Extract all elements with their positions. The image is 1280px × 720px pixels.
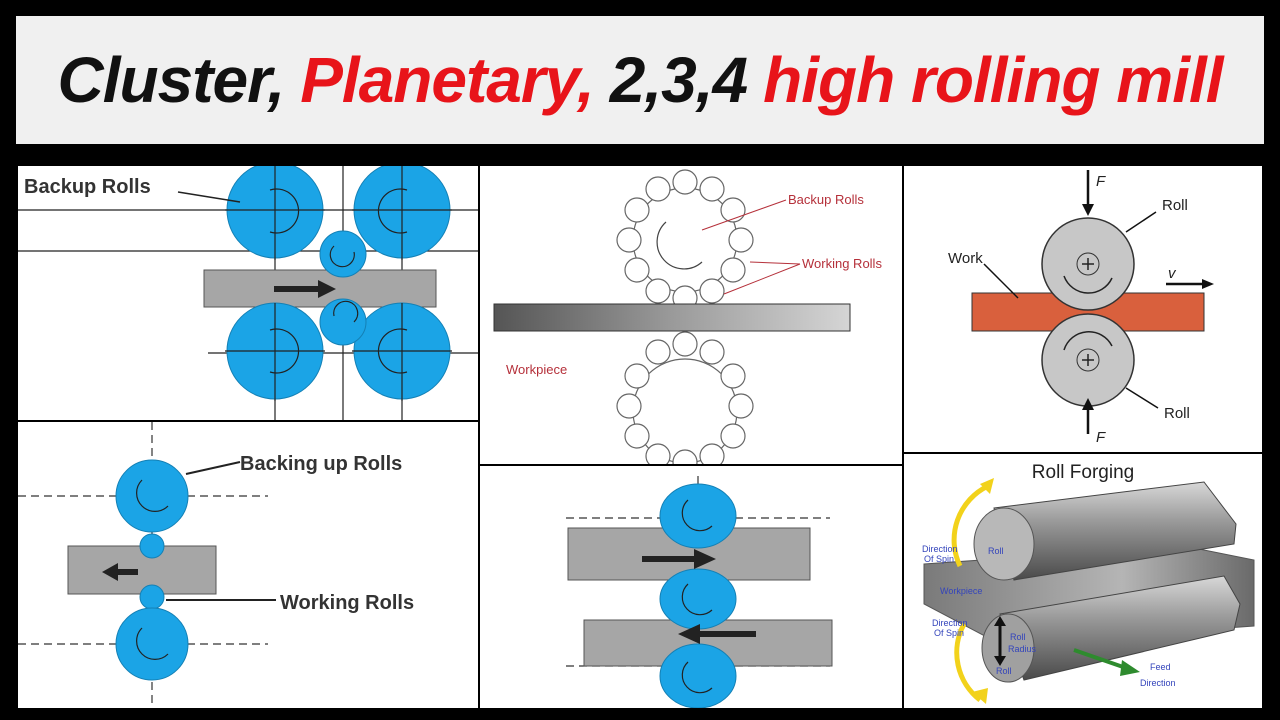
roll-forging-diagram: Roll Forging Direction Of Spin Roll Work… (904, 454, 1262, 708)
backing-roll-top (115, 459, 189, 533)
planetary-mill-diagram: Backup Rolls Working Rolls Workpiece (480, 166, 902, 464)
roll-forging-title: Roll Forging (1032, 462, 1134, 483)
top-roll-end (973, 507, 1035, 581)
planetary-svg: Backup Rolls Working Rolls Workpiece (493, 169, 882, 464)
planetary-working-rolls-bottom (616, 331, 754, 464)
cluster-backup-label: Backup Rolls (24, 176, 151, 198)
dir-spin-top-line2: Of Spin (924, 554, 954, 564)
backing-roll-bottom (115, 607, 189, 681)
three-high-svg: Backing up Rolls Working Rolls (18, 422, 414, 708)
force-bottom-label: F (1096, 429, 1106, 446)
bottom-roll-end (981, 613, 1035, 683)
four-high-roll-2 (659, 568, 737, 630)
working-roll-top (139, 533, 165, 559)
workpiece-forge-label: Workpiece (940, 586, 982, 596)
roll-radius-line2: Radius (1008, 644, 1037, 654)
planetary-backup-roll-top (632, 187, 738, 293)
four-high-arrow-left (678, 624, 756, 644)
roll-forging-svg: Roll Forging Direction Of Spin Roll Work… (922, 462, 1255, 704)
dir-spin-bottom-line2: Of Spin (934, 628, 964, 638)
three-high-strip (67, 545, 217, 595)
cluster-mill-svg: Backup Rolls (18, 166, 478, 420)
cluster-mill-diagram: Backup Rolls (18, 166, 478, 420)
work-roll-top (319, 230, 367, 278)
cluster-strip (203, 269, 437, 308)
title-part-planetary: Planetary, (300, 44, 595, 116)
work-roll-bottom (319, 298, 367, 346)
three-high-mill-diagram: Backing up Rolls Working Rolls (18, 422, 478, 708)
title-part-cluster: Cluster, (57, 44, 285, 116)
spin-arrow-bottom (954, 622, 982, 702)
four-high-svg (566, 476, 833, 708)
working-rolls-label: Working Rolls (280, 592, 414, 614)
roll-bottom-forge-label: Roll (996, 666, 1012, 676)
working-roll-bottom (139, 584, 165, 610)
three-high-arrow (102, 563, 138, 581)
planetary-workpiece-label: Workpiece (506, 362, 567, 377)
title-part-numbers: 2,3,4 (609, 44, 748, 116)
roll-bottom-label: Roll (1164, 405, 1190, 422)
dir-spin-bottom-line1: Direction (932, 618, 968, 628)
four-high-mill-diagram (480, 466, 902, 708)
feed-line1: Feed (1150, 662, 1171, 672)
roll-radius-line1: Roll (1010, 632, 1026, 642)
force-top-label: F (1096, 173, 1106, 190)
title-banner: Cluster, Planetary, 2,3,4 high rolling m… (16, 16, 1264, 144)
four-high-arrow-right (642, 549, 716, 569)
planetary-backup-label: Backup Rolls (788, 192, 864, 207)
planetary-workpiece (493, 303, 851, 332)
dir-spin-top-line1: Direction (922, 544, 958, 554)
work-label: Work (948, 250, 983, 267)
strip-arrow (274, 280, 336, 298)
four-high-roll-3 (659, 643, 737, 708)
four-high-roll-1 (659, 483, 737, 549)
feed-direction-arrow (1073, 648, 1127, 670)
feed-line2: Direction (1140, 678, 1176, 688)
backing-up-rolls-label: Backing up Rolls (240, 453, 402, 475)
two-high-mill-diagram: F F Roll Roll Work v (904, 166, 1262, 452)
title-part-high-rolling-mill: high rolling mill (763, 44, 1223, 116)
page-title: Cluster, Planetary, 2,3,4 high rolling m… (16, 16, 1264, 144)
planetary-working-label: Working Rolls (802, 256, 882, 271)
spin-arrow-top (951, 483, 990, 568)
roll-top-forge-label: Roll (988, 546, 1004, 556)
roll-top-label: Roll (1162, 197, 1188, 214)
two-high-svg: F F Roll Roll Work v (948, 170, 1214, 446)
velocity-label: v (1168, 265, 1177, 282)
